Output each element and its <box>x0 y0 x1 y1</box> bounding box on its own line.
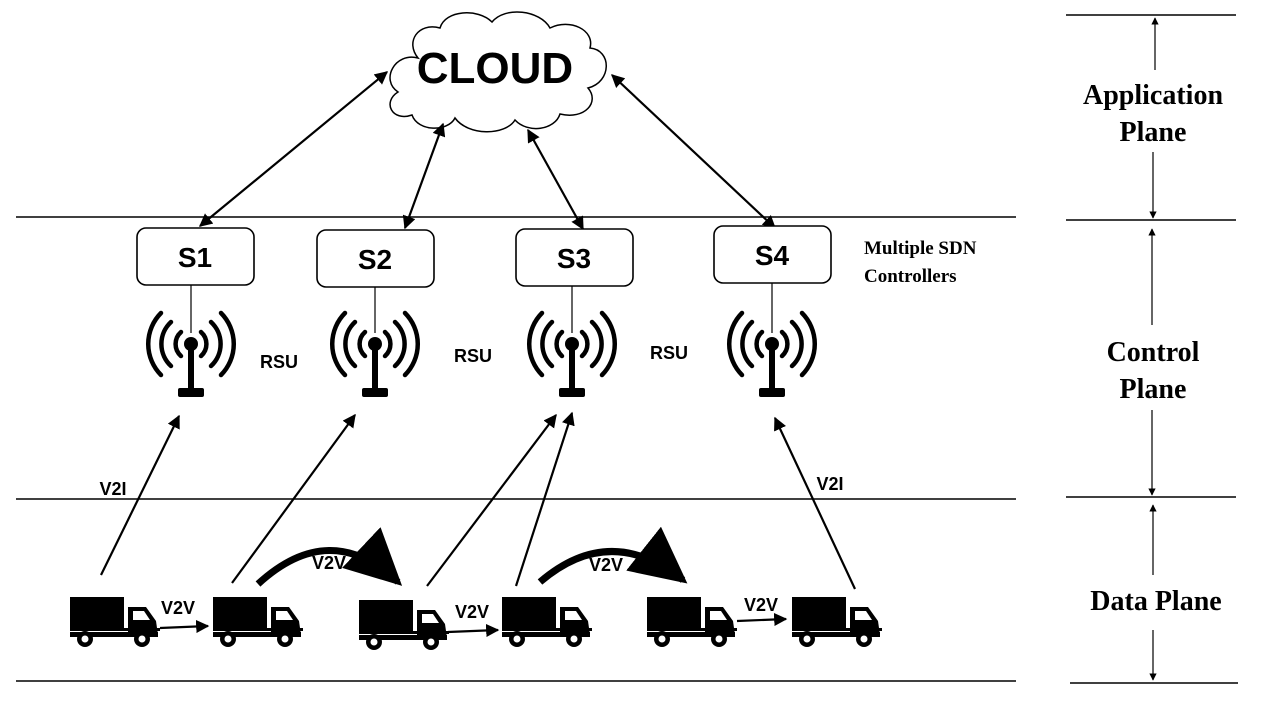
v2v-label: V2V <box>589 555 623 575</box>
application-plane-label-line2: Plane <box>1120 117 1187 148</box>
controller-s4: S4 <box>713 225 832 284</box>
v2i-label: V2I <box>99 479 126 499</box>
controllers-caption-line1: Multiple SDN <box>864 238 977 259</box>
controller-s1: S1 <box>136 227 255 286</box>
controller-s3-label: S3 <box>557 243 591 274</box>
controller-s2-label: S2 <box>358 244 392 275</box>
controller-s1-label: S1 <box>178 242 212 273</box>
truck-icon <box>359 600 449 650</box>
cloud-label: CLOUD <box>417 44 573 93</box>
cloud-controller-links <box>198 71 776 231</box>
control-plane-label-line1: Control <box>1107 337 1200 368</box>
rsu-label: RSU <box>650 343 688 363</box>
v2v-curved-links <box>255 526 688 587</box>
controller-s2: S2 <box>316 229 435 288</box>
truck-icon <box>213 597 303 647</box>
truck-icon <box>502 597 592 647</box>
control-plane-label-line2: Plane <box>1120 374 1187 405</box>
controller-s4-label: S4 <box>755 240 790 271</box>
v2v-label: V2V <box>312 553 346 573</box>
v2v-label: V2V <box>161 598 195 618</box>
truck-icon <box>792 597 882 647</box>
rsu-label: RSU <box>260 352 298 372</box>
controller-s3: S3 <box>515 228 634 287</box>
plane-legend: Application Plane Control Plane Data Pla… <box>1066 14 1238 684</box>
v2i-links <box>100 411 856 590</box>
v2v-straight-links <box>159 612 788 638</box>
application-plane-label-line1: Application <box>1083 80 1223 111</box>
v2i-label: V2I <box>816 474 843 494</box>
truck-icon <box>70 597 160 647</box>
v2v-label: V2V <box>744 595 778 615</box>
rsu-label: RSU <box>454 346 492 366</box>
v2v-label: V2V <box>455 602 489 622</box>
cloud: CLOUD <box>389 11 607 133</box>
controllers-caption-line2: Controllers <box>864 266 957 287</box>
controller-rsu-wires <box>190 283 773 333</box>
data-plane-label: Data Plane <box>1090 586 1221 617</box>
truck-icon <box>647 597 737 647</box>
